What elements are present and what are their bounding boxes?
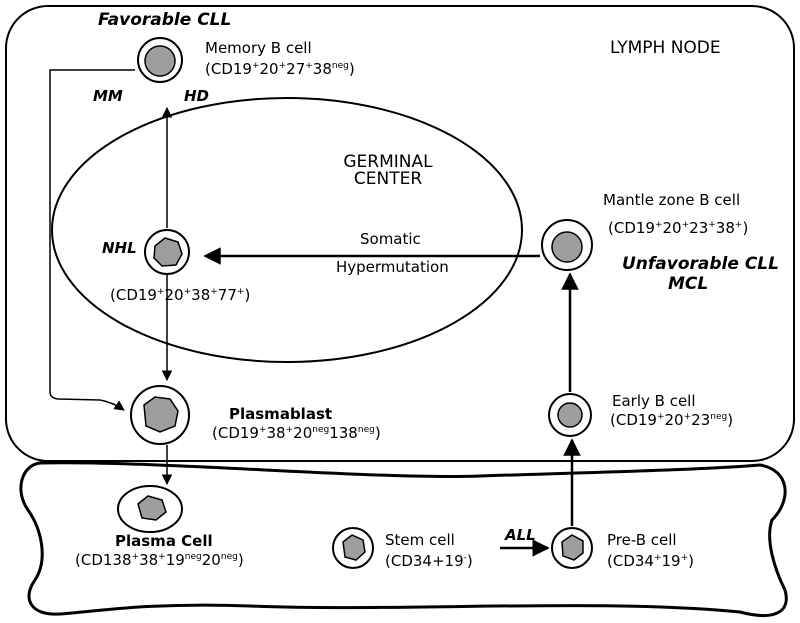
mm-label: MM [93, 87, 123, 105]
gc-b-cell-icon [144, 229, 190, 275]
pre-b-cell-name: Pre-B cell [607, 531, 677, 549]
hypermutation-label: Hypermutation [336, 258, 449, 276]
lymph-node-border [5, 5, 795, 462]
mantle-zone-name: Mantle zone B cell [603, 191, 741, 209]
plasmablast-cell-icon [130, 385, 190, 445]
arrow-memory-to-plasmablast [49, 69, 135, 411]
memory-b-cell-icon [137, 37, 183, 83]
bone-marrow-outline [19, 461, 788, 617]
all-label: ALL [505, 526, 536, 544]
pre-b-cell-markers: (CD34+19+) [607, 552, 695, 570]
stem-cell-icon [332, 527, 374, 569]
gc-b-markers: (CD19+20+38+77+) [110, 286, 251, 304]
early-b-cell-icon [548, 393, 592, 437]
early-b-name: Early B cell [612, 392, 696, 410]
stem-cell-name: Stem cell [385, 531, 455, 549]
lymph-node-label: LYMPH NODE [610, 38, 721, 58]
plasma-cell-icon [117, 485, 183, 533]
favorable-cll-label: Favorable CLL [98, 10, 232, 30]
germinal-center-ellipse [51, 97, 523, 363]
mantle-zone-markers: (CD19+20+23+38+) [608, 219, 749, 237]
plasma-cell-name: Plasma Cell [115, 532, 213, 550]
memory-b-markers: (CD19+20+27+38neg) [205, 60, 355, 78]
hd-label: HD [184, 87, 210, 105]
somatic-label: Somatic [360, 230, 421, 248]
nhl-label: NHL [102, 239, 137, 257]
plasmablast-name: Plasmablast [229, 405, 333, 423]
plasma-cell-markers: (CD138+38+19neg20neg) [75, 551, 244, 569]
mantle-zone-cell-icon [541, 219, 593, 271]
mcl-label: MCL [668, 274, 709, 294]
stem-cell-markers: (CD34+19-) [385, 552, 473, 570]
pre-b-cell-icon [551, 527, 593, 569]
unfavorable-cll-label: Unfavorable CLL [622, 254, 779, 274]
plasmablast-markers: (CD19+38+20neg138neg) [212, 424, 381, 442]
early-b-markers: (CD19+20+23neg) [610, 411, 734, 429]
memory-b-name: Memory B cell [205, 39, 312, 57]
